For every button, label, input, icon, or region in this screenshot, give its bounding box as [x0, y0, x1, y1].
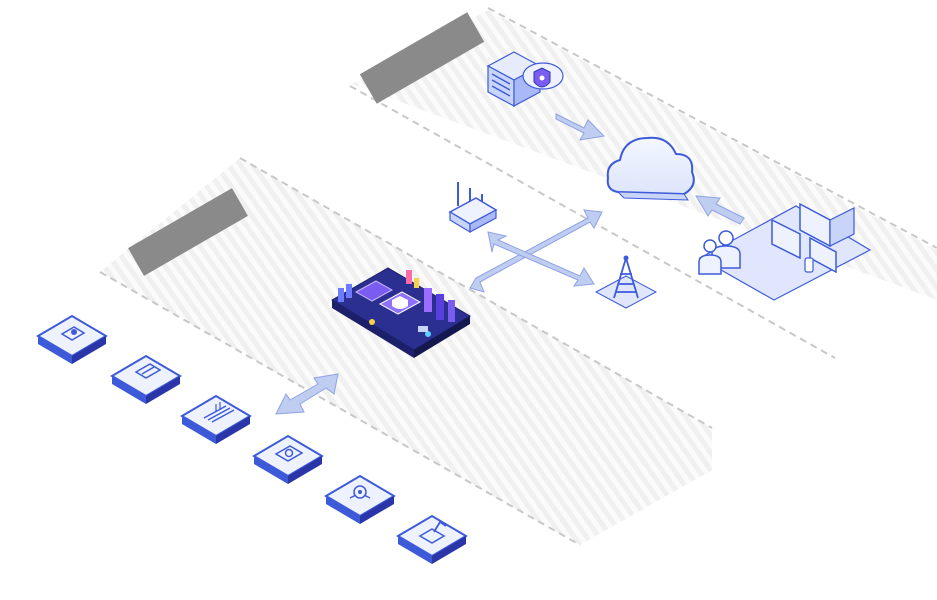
- cloud-service-node: [486, 51, 564, 108]
- arrow-service-to-cloud: [555, 113, 606, 141]
- cloud-icon: [606, 136, 695, 195]
- smart-home-icon: [349, 485, 371, 499]
- transport-icon: [134, 363, 162, 379]
- people-icon: [698, 230, 741, 275]
- app-tile-3: [180, 394, 252, 444]
- dashboard-icon: [274, 445, 304, 462]
- hardware-band-top-line: [239, 157, 713, 429]
- industrial-control-icon: [418, 520, 447, 544]
- app-tile-6: [396, 514, 468, 564]
- gateway-node: [331, 267, 471, 358]
- commerce-display-icon: [60, 326, 86, 341]
- iot-network-node: [594, 255, 658, 309]
- arrow-gateway-to-apps: [275, 373, 339, 415]
- phone-icon: [804, 257, 814, 273]
- agriculture-icon: [203, 402, 235, 423]
- app-tile-4: [252, 434, 324, 484]
- app-tile-2: [110, 354, 182, 404]
- router-icon: [448, 182, 498, 234]
- router-node: [448, 182, 498, 234]
- arrow-terminal-to-cloud: [695, 195, 745, 225]
- gateway-board-icon: [331, 267, 471, 358]
- software-service-badge: [359, 12, 485, 104]
- internet-cloud-node: [606, 136, 695, 201]
- hardware-band-bottom-line: [99, 271, 581, 546]
- arrow-cross-ne-sw: [469, 209, 603, 293]
- remote-terminal-node: [698, 202, 872, 301]
- hardware-service-badge: [128, 188, 248, 276]
- cloud-shield-icon: [522, 62, 564, 90]
- app-tile-1: [36, 314, 108, 364]
- monitor-icon: [771, 202, 855, 274]
- app-tile-5: [324, 474, 396, 524]
- network-cross-arrows: [469, 209, 603, 293]
- tower-icon: [613, 255, 639, 299]
- software-band-top-line: [487, 7, 937, 249]
- arrow-cross-nw-se: [487, 231, 595, 287]
